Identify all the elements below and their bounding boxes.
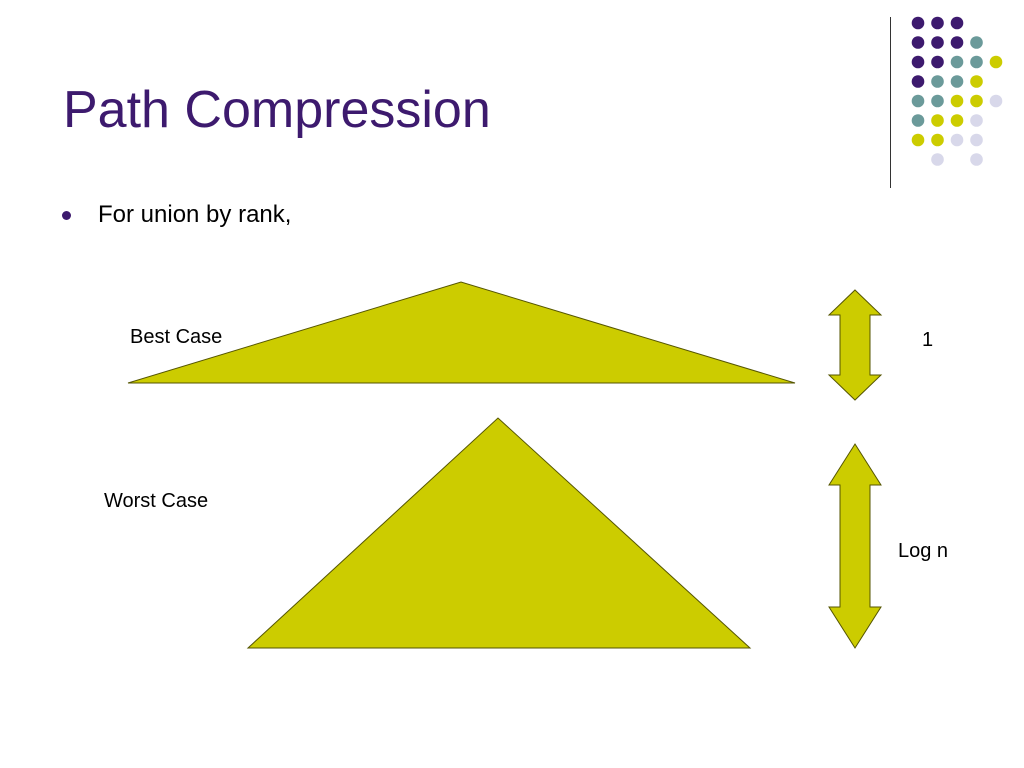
decor-dot-purple	[931, 55, 944, 69]
double-arrow-best-case	[827, 289, 883, 401]
worst-case-height-label: Log n	[898, 540, 949, 562]
decor-dot-yellow	[950, 114, 964, 127]
decor-dot-yellow	[931, 133, 944, 147]
decorative-dot-grid	[911, 16, 1003, 166]
slide-title: Path Compression	[63, 81, 491, 139]
decor-dot-teal	[931, 94, 944, 108]
decor-dot-teal	[950, 75, 964, 88]
decor-dot-lavender	[970, 114, 983, 127]
decor-dot-teal	[931, 75, 944, 88]
decor-dot-yellow	[970, 75, 983, 88]
worst-case-triangle	[246, 417, 752, 649]
decor-dot-purple	[911, 36, 925, 49]
decor-dot-yellow	[911, 133, 925, 147]
decor-dot-teal	[970, 55, 983, 69]
bullet-text: For union by rank,	[98, 201, 292, 228]
decor-dot-yellow	[931, 114, 944, 127]
double-arrow-worst-case	[828, 443, 882, 649]
decor-dot-purple	[911, 55, 925, 69]
decor-dot-teal	[950, 55, 964, 69]
best-case-height-label: 1	[922, 329, 934, 351]
best-case-label: Best Case	[130, 326, 223, 348]
decor-dot-purple	[911, 75, 925, 88]
vertical-divider	[890, 17, 891, 188]
decor-dot-lavender	[931, 153, 944, 166]
decor-dot-lavender	[970, 133, 983, 147]
decor-dot-teal	[911, 94, 925, 108]
decor-dot-lavender	[970, 153, 983, 166]
decor-dot-lavender	[989, 94, 1003, 108]
worst-case-label: Worst Case	[104, 490, 209, 512]
decor-dot-purple	[931, 36, 944, 49]
bullet-dot-icon	[62, 210, 71, 220]
best-case-triangle	[127, 281, 796, 384]
bullet-item: For union by rank,	[62, 201, 291, 229]
decor-dot-yellow	[989, 55, 1003, 69]
decor-dot-purple	[950, 36, 964, 49]
decor-dot-teal	[970, 36, 983, 49]
decor-dot-yellow	[950, 94, 964, 108]
decor-dot-purple	[931, 16, 944, 30]
decor-dot-teal	[911, 114, 925, 127]
decor-dot-purple	[950, 16, 964, 30]
decor-dot-purple	[911, 16, 925, 30]
decor-dot-lavender	[950, 133, 964, 147]
decor-dot-yellow	[970, 94, 983, 108]
